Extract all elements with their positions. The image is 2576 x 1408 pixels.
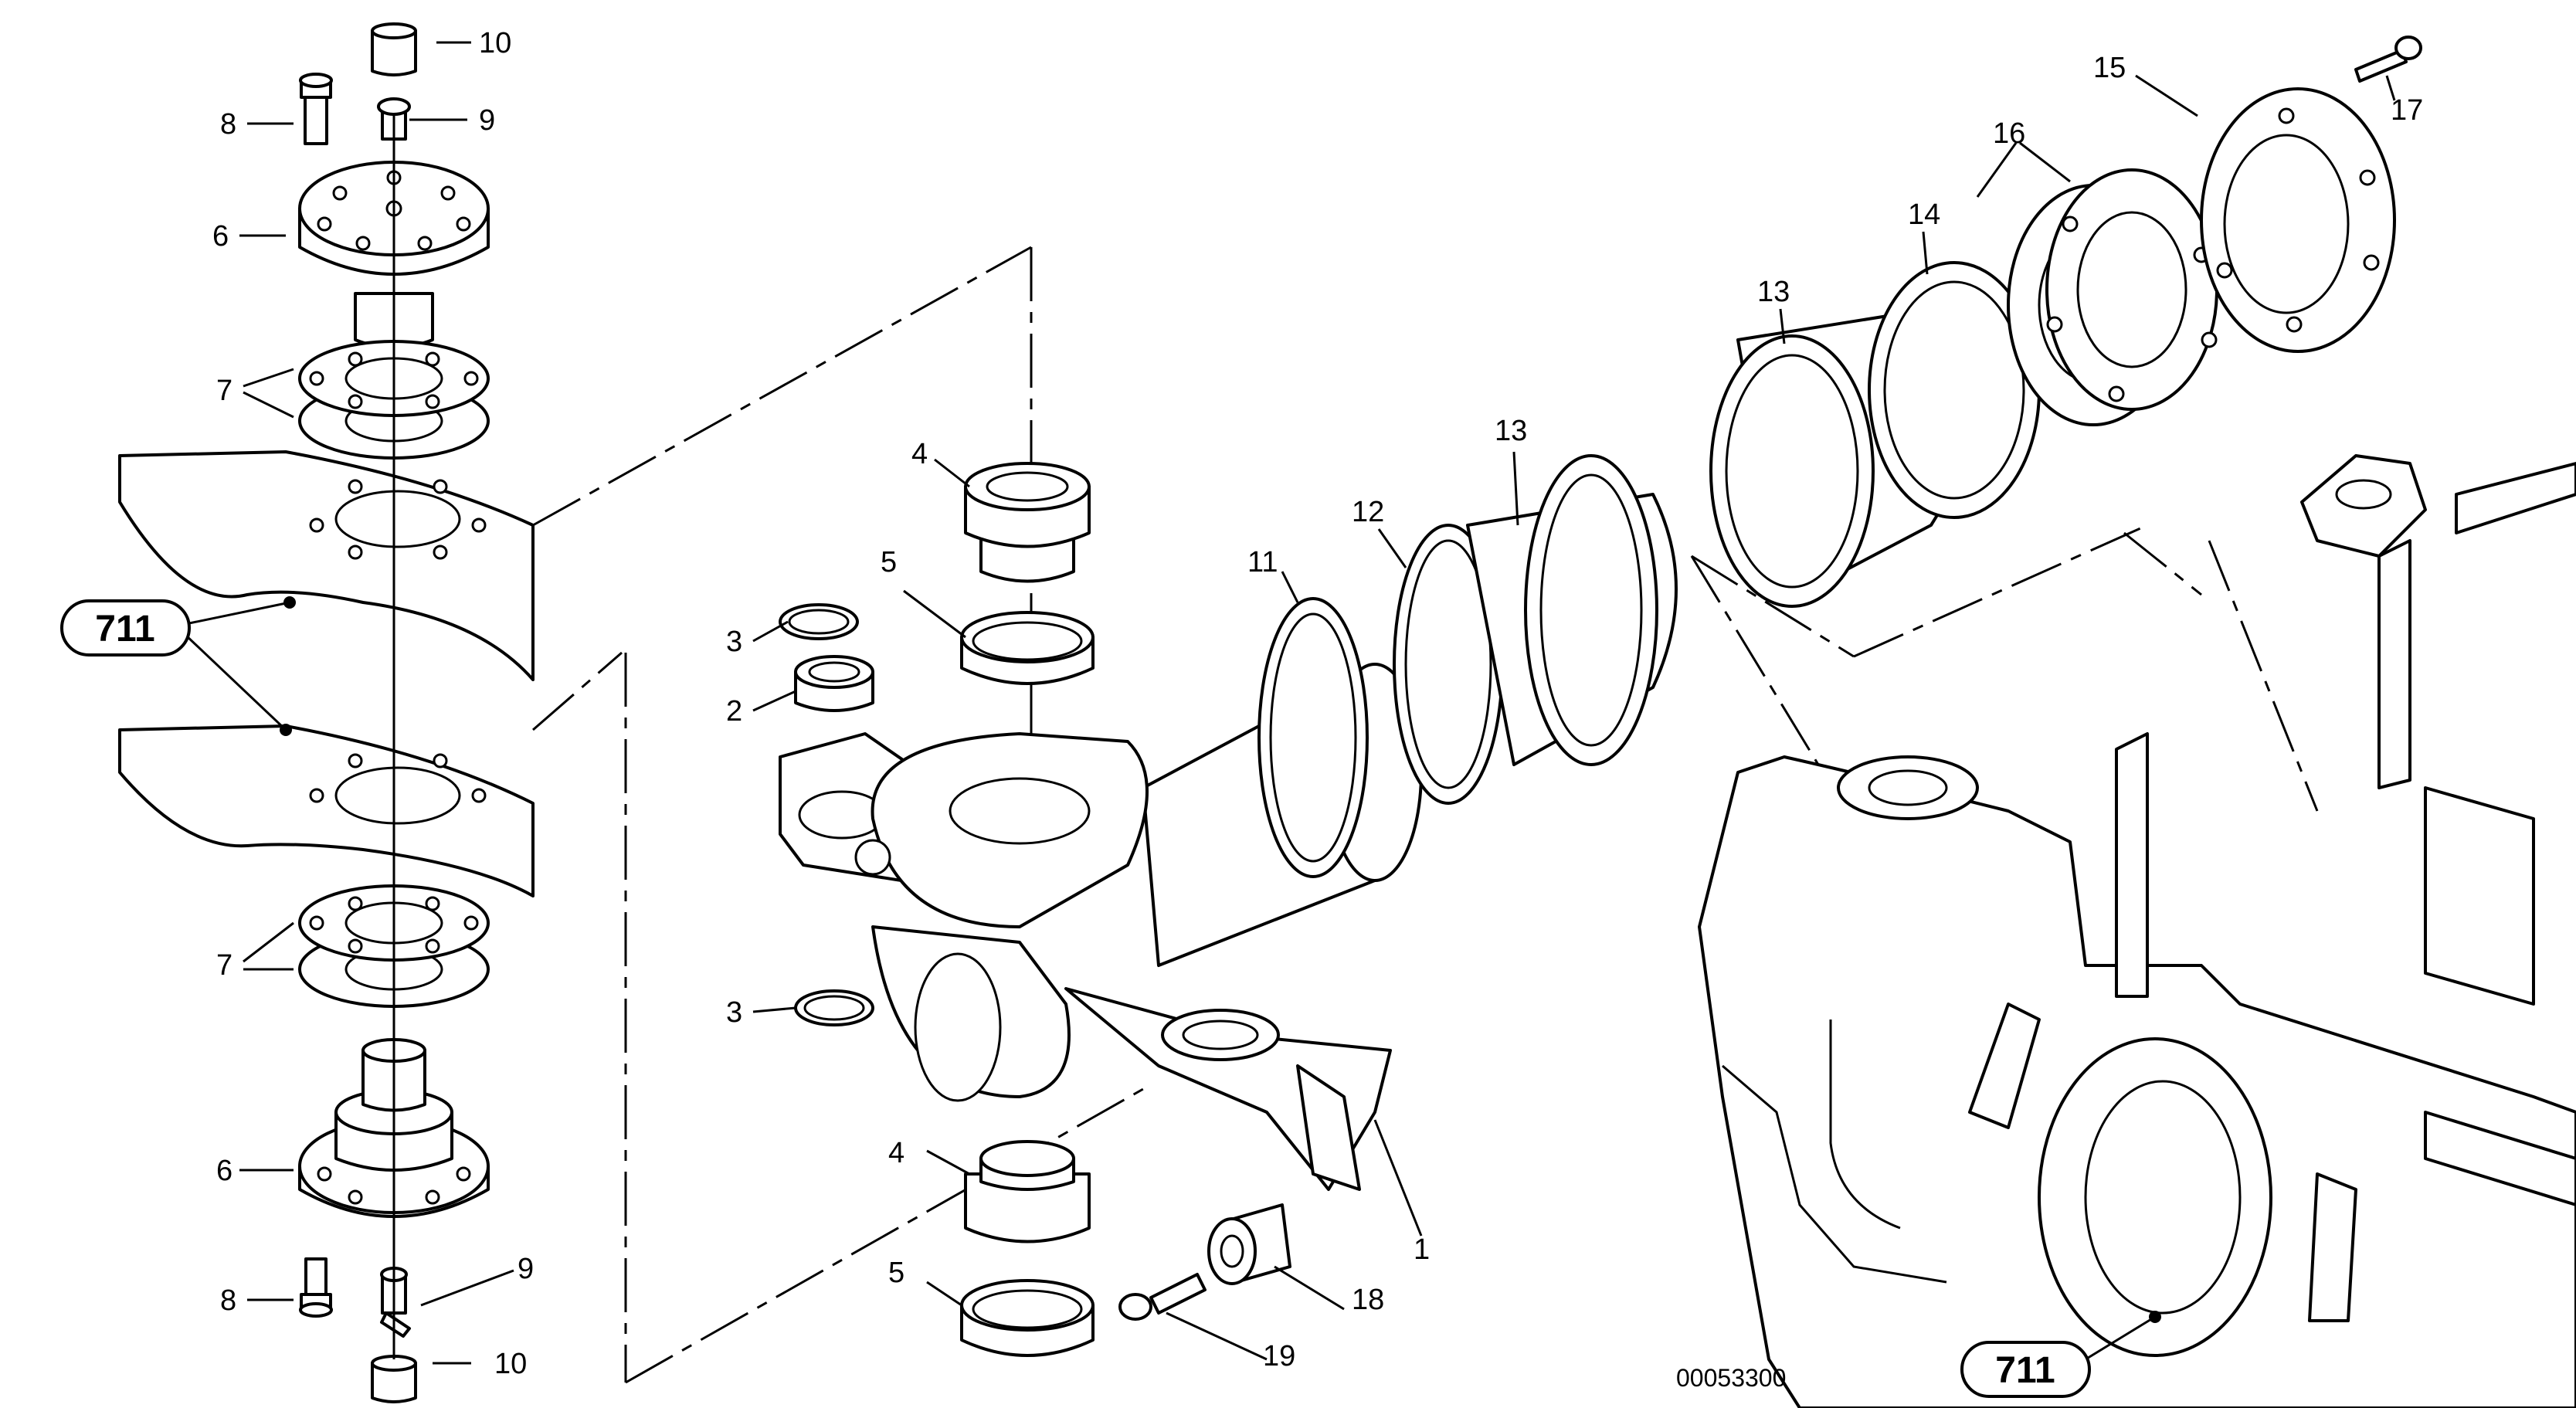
label-3-bottom: 3	[726, 996, 742, 1029]
label-13-inner: 13	[1495, 415, 1527, 447]
label-12: 12	[1352, 496, 1384, 528]
screw-17	[2354, 36, 2422, 83]
label-2: 2	[726, 695, 742, 728]
label-8-top: 8	[220, 108, 236, 141]
drawing-code: 00053300	[1676, 1364, 1786, 1392]
label-7-top: 7	[216, 375, 232, 407]
label-4-top: 4	[911, 438, 928, 470]
lower-bushing-4	[964, 1140, 1091, 1243]
cover-15	[2200, 87, 2396, 353]
label-5-bottom: 5	[888, 1257, 904, 1289]
label-19: 19	[1263, 1340, 1295, 1372]
label-10-bottom: 10	[494, 1348, 527, 1380]
part-labels: 10 8 9 6 7 7 6 8 9 10 4 5 3 2 3 4 5 1 18…	[212, 27, 2423, 1380]
label-10-top: 10	[479, 27, 511, 59]
ring-12	[1393, 524, 1504, 805]
label-11: 11	[1247, 546, 1278, 578]
label-1: 1	[1414, 1233, 1430, 1266]
reference-callout-right: 711	[1960, 1341, 2091, 1398]
upper-bolt-8	[299, 73, 333, 145]
upper-cap-10	[371, 22, 417, 76]
upper-circlip-3	[779, 603, 859, 640]
label-4-bottom: 4	[888, 1137, 904, 1169]
label-13-outer: 13	[1757, 276, 1790, 308]
construction-lines	[532, 246, 2319, 1384]
ring-11	[1257, 597, 1369, 878]
lower-bolt-8	[299, 1257, 333, 1318]
label-14: 14	[1908, 198, 1940, 231]
label-16: 16	[1993, 117, 2025, 150]
axle-housing-lower-fragment	[118, 724, 535, 897]
lower-circlip-3	[794, 989, 874, 1026]
gaskets-16	[2007, 168, 2218, 426]
rubber-buffer-18	[1207, 1203, 1291, 1285]
reference-label-right: 711	[1995, 1350, 2055, 1391]
upper-bushing-4	[964, 462, 1091, 583]
lower-grease-nipple-9	[380, 1267, 411, 1338]
label-6-top: 6	[212, 220, 229, 253]
label-7-bottom: 7	[216, 949, 232, 982]
axle-housing-upper-fragment	[118, 450, 535, 681]
bolt-19	[1118, 1273, 1207, 1321]
axle-frame	[1698, 454, 2576, 1408]
bushing-2	[794, 655, 874, 712]
reference-label-left: 711	[95, 609, 154, 650]
lower-seal-ring-5	[960, 1279, 1095, 1357]
label-5-top: 5	[881, 546, 897, 578]
label-18: 18	[1352, 1284, 1384, 1316]
label-3-top: 3	[726, 626, 742, 658]
label-8-bottom: 8	[220, 1284, 236, 1317]
label-9-bottom: 9	[518, 1253, 534, 1285]
lower-cap-10	[371, 1355, 417, 1403]
seal-14	[1868, 261, 2041, 519]
label-6-bottom: 6	[216, 1155, 232, 1187]
label-9-top: 9	[479, 104, 495, 137]
reference-callout-left: 711	[60, 599, 191, 657]
label-17: 17	[2391, 94, 2423, 127]
upper-seal-ring-5	[960, 611, 1095, 685]
label-15: 15	[2093, 52, 2126, 84]
seal-13-inner	[1466, 454, 1678, 766]
leader-lines	[184, 41, 2396, 1365]
